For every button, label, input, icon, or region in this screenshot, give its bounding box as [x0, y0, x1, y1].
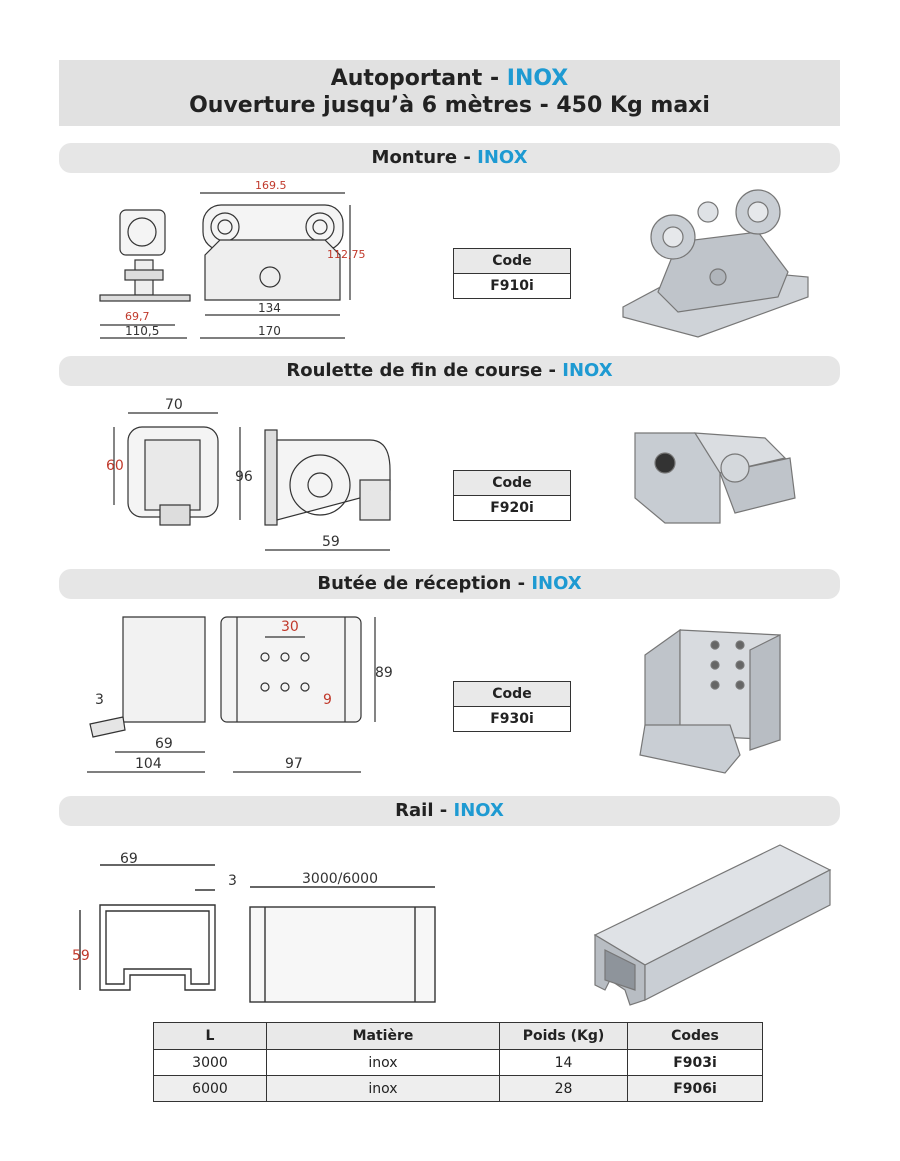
rail-specs-table: L Matière Poids (Kg) Codes 3000 inox 14 …: [153, 1022, 763, 1102]
col-header-l: L: [153, 1022, 267, 1050]
dim-b: 60: [106, 458, 124, 474]
dim-c: 134: [258, 301, 281, 315]
dim-e: 69: [155, 736, 173, 752]
butee-product-image: [639, 628, 781, 774]
rail-product-image: [593, 844, 832, 1006]
monture-technical-drawing: 69,7 110,5 169.5 112,75 134 170: [99, 179, 366, 339]
cell-poids: 14: [499, 1049, 628, 1076]
code-value: F910i: [454, 274, 570, 298]
code-box-butee: Code F930i: [453, 681, 571, 732]
table-row: 6000 inox 28 F906i: [153, 1075, 763, 1102]
dim-b: 89: [375, 665, 393, 681]
code-box-monture: Code F910i: [453, 248, 571, 299]
dim-a: 70: [165, 397, 183, 413]
cell-poids: 28: [499, 1075, 628, 1102]
header-title: Autoportant - INOX: [330, 66, 569, 91]
section-title-roulette: Roulette de fin de course - INOX: [59, 356, 840, 386]
code-box-roulette: Code F920i: [453, 470, 571, 521]
page-header: Autoportant - INOX Ouverture jusqu’à 6 m…: [59, 60, 840, 126]
cell-matiere: inox: [266, 1049, 500, 1076]
cell-code: F903i: [627, 1049, 763, 1076]
cell-code: F906i: [627, 1075, 763, 1102]
roulette-technical-drawing: 70 60 96 59: [106, 397, 391, 551]
dim-d: 9: [323, 692, 332, 708]
monture-product-image: [622, 189, 809, 338]
code-value: F920i: [454, 496, 570, 520]
col-header-matiere: Matière: [266, 1022, 500, 1050]
butee-technical-drawing: 30 89 3 9 69 104 97: [87, 616, 393, 773]
dim-e: 69,7: [125, 310, 150, 323]
rail-technical-drawing: 69 3 3000/6000 59: [72, 851, 436, 1003]
dim-c: 3000/6000: [302, 871, 378, 887]
dim-c: 3: [95, 692, 104, 708]
dim-b: 112,75: [327, 248, 366, 261]
dim-f: 104: [135, 756, 162, 772]
code-label: Code: [454, 471, 570, 496]
dim-c: 96: [235, 469, 253, 485]
section-title-rail: Rail - INOX: [59, 796, 840, 826]
dim-d: 170: [258, 324, 281, 338]
dim-a: 30: [281, 619, 299, 635]
col-header-codes: Codes: [627, 1022, 763, 1050]
code-label: Code: [454, 682, 570, 707]
cell-l: 3000: [153, 1049, 267, 1076]
section-title-monture: Monture - INOX: [59, 143, 840, 173]
dim-d: 59: [322, 534, 340, 550]
code-label: Code: [454, 249, 570, 274]
dim-g: 97: [285, 756, 303, 772]
dim-a: 69: [120, 851, 138, 867]
dim-b: 3: [228, 873, 237, 889]
table-header-row: L Matière Poids (Kg) Codes: [153, 1022, 763, 1050]
roulette-product-image: [634, 432, 796, 524]
dim-d: 59: [72, 948, 90, 964]
code-value: F930i: [454, 707, 570, 731]
dim-a: 169.5: [255, 179, 287, 192]
cell-l: 6000: [153, 1075, 267, 1102]
col-header-poids: Poids (Kg): [499, 1022, 628, 1050]
section-title-butee: Butée de réception - INOX: [59, 569, 840, 599]
header-subtitle: Ouverture jusqu’à 6 mètres - 450 Kg maxi: [189, 93, 710, 118]
dim-f: 110,5: [125, 324, 159, 338]
cell-matiere: inox: [266, 1075, 500, 1102]
table-row: 3000 inox 14 F903i: [153, 1049, 763, 1076]
